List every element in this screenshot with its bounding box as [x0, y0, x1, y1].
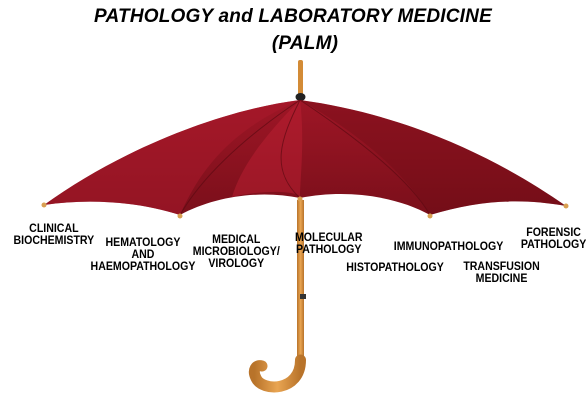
umbrella-tip: [298, 60, 303, 96]
label-line: HAEMOPATHOLOGY: [91, 261, 196, 273]
umbrella-shaft: [297, 200, 304, 368]
umbrella-handle-hook: [254, 360, 300, 387]
label-line: MEDICINE: [463, 273, 539, 285]
rib-tip: [178, 214, 183, 219]
rib-tip: [428, 214, 433, 219]
label-histopathology: HISTOPATHOLOGY: [346, 262, 444, 274]
label-line: PATHOLOGY: [295, 244, 363, 256]
label-line: MICROBIOLOGY/: [193, 246, 280, 258]
label-line: IMMUNOPATHOLOGY: [394, 241, 504, 253]
umbrella-runner: [300, 294, 306, 299]
label-line: CLINICAL: [14, 223, 95, 235]
label-line: VIROLOGY: [193, 258, 280, 270]
label-line: PATHOLOGY: [521, 239, 586, 251]
label-line: HEMATOLOGY: [91, 237, 196, 249]
label-hematology: HEMATOLOGY AND HAEMOPATHOLOGY: [91, 237, 196, 273]
label-forensic-pathology: FORENSIC PATHOLOGY: [521, 227, 586, 251]
label-transfusion-medicine: TRANSFUSION MEDICINE: [463, 261, 539, 285]
label-line: MOLECULAR: [295, 232, 363, 244]
label-molecular-pathology: MOLECULAR PATHOLOGY: [295, 232, 363, 256]
label-medical-microbiology: MEDICAL MICROBIOLOGY/ VIROLOGY: [193, 234, 280, 270]
label-immunopathology: IMMUNOPATHOLOGY: [394, 241, 504, 253]
rib-tip: [42, 203, 47, 208]
label-line: MEDICAL: [193, 234, 280, 246]
label-line: HISTOPATHOLOGY: [346, 262, 444, 274]
label-line: AND: [91, 249, 196, 261]
label-line: FORENSIC: [521, 227, 586, 239]
label-line: TRANSFUSION: [463, 261, 539, 273]
rib-tip: [564, 204, 569, 209]
label-line: BIOCHEMISTRY: [14, 235, 95, 247]
rib-tip: [298, 197, 303, 202]
title-line-2: (PALM): [12, 33, 586, 55]
title-line-1: PATHOLOGY and LABORATORY MEDICINE: [0, 6, 586, 28]
label-clinical-biochemistry: CLINICAL BIOCHEMISTRY: [14, 223, 95, 247]
